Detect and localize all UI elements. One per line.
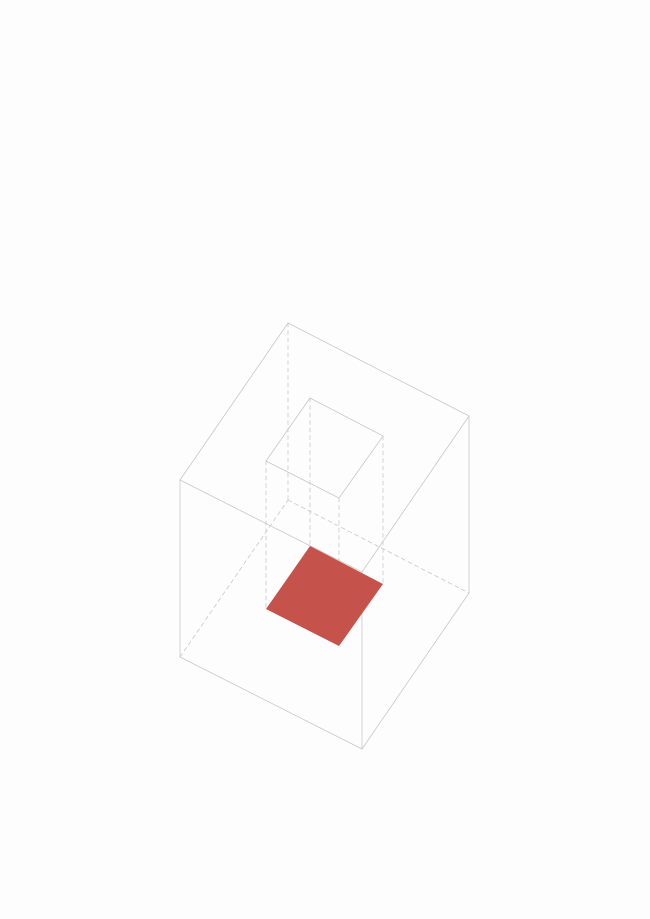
outer-bottom-back-left-hidden-edge xyxy=(179,499,289,658)
inner-top-front-right-edge xyxy=(338,435,384,499)
outer-top-back-right-edge xyxy=(287,322,470,417)
outer-top-front-right-edge xyxy=(361,415,470,573)
outer-top-back-left-edge xyxy=(179,322,289,481)
red-square xyxy=(266,546,383,646)
red-square-layer xyxy=(266,546,383,646)
inner-top-front-left-edge xyxy=(265,460,340,499)
outer-bottom-front-right-edge xyxy=(361,592,470,750)
outer-top-front-left-edge xyxy=(179,479,363,573)
outer-bottom-back-right-hidden-edge xyxy=(287,499,470,594)
outer-cube xyxy=(179,322,470,750)
outer-bottom-front-left-edge xyxy=(179,656,363,750)
inner-top-back-left-edge xyxy=(265,397,311,462)
inner-top-back-right-edge xyxy=(309,397,384,437)
